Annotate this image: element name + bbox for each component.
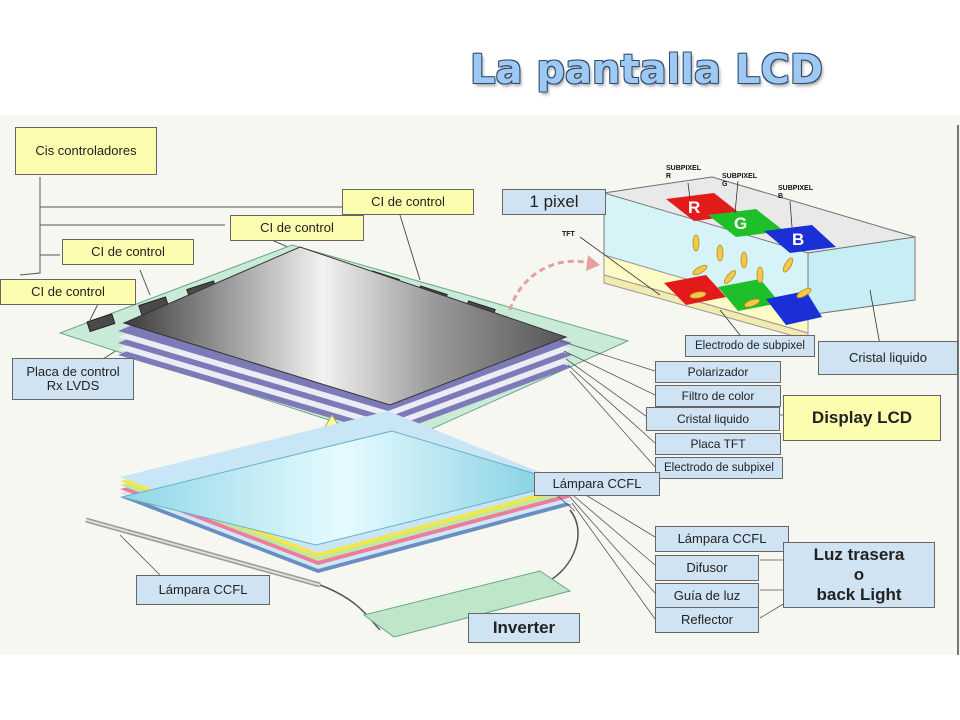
label-cis-controladores: Cis controladores [15, 127, 157, 175]
label-electrodo-de-subpixel-bottom: Electrodo de subpixel [655, 457, 783, 479]
label-display-lcd: Display LCD [783, 395, 941, 441]
label-1-pixel: 1 pixel [502, 189, 606, 215]
label-ci-de-control-3: CI de control [62, 239, 194, 265]
label-reflector: Reflector [655, 607, 759, 633]
subpixel-r-letter: R [688, 198, 701, 217]
label-tft: TFT [562, 231, 575, 238]
label-inverter: Inverter [468, 613, 580, 643]
label-ci-de-control-2: CI de control [230, 215, 364, 241]
label-difusor: Difusor [655, 555, 759, 581]
label-cristal-liquido: Cristal liquido [646, 407, 780, 431]
label-lampara-ccfl-right: Lámpara CCFL [655, 526, 789, 552]
label-placa-tft: Placa TFT [655, 433, 781, 455]
lcd-diagram-art [19, 125, 959, 655]
label-lampara-ccfl-left: Lámpara CCFL [136, 575, 270, 605]
label-cristal-liquido-side: Cristal liquido [818, 341, 958, 375]
label-electrodo-de-subpixel-top: Electrodo de subpixel [685, 335, 815, 357]
subpixel-b-letter: B [792, 230, 805, 249]
label-filtro-de-color: Filtro de color [655, 385, 781, 407]
label-lampara-ccfl-top: Lámpara CCFL [534, 472, 660, 496]
label-guia-de-luz: Guía de luz [655, 583, 759, 609]
subpixel-g-letter: G [734, 214, 748, 233]
label-ci-de-control-1: CI de control [342, 189, 474, 215]
label-polarizador: Polarizador [655, 361, 781, 383]
label-ci-de-control-4: CI de control [0, 279, 136, 305]
lcd-diagram: Cis controladores CI de control CI de co… [0, 115, 960, 655]
page-title: La pantalla LCD [470, 47, 824, 93]
